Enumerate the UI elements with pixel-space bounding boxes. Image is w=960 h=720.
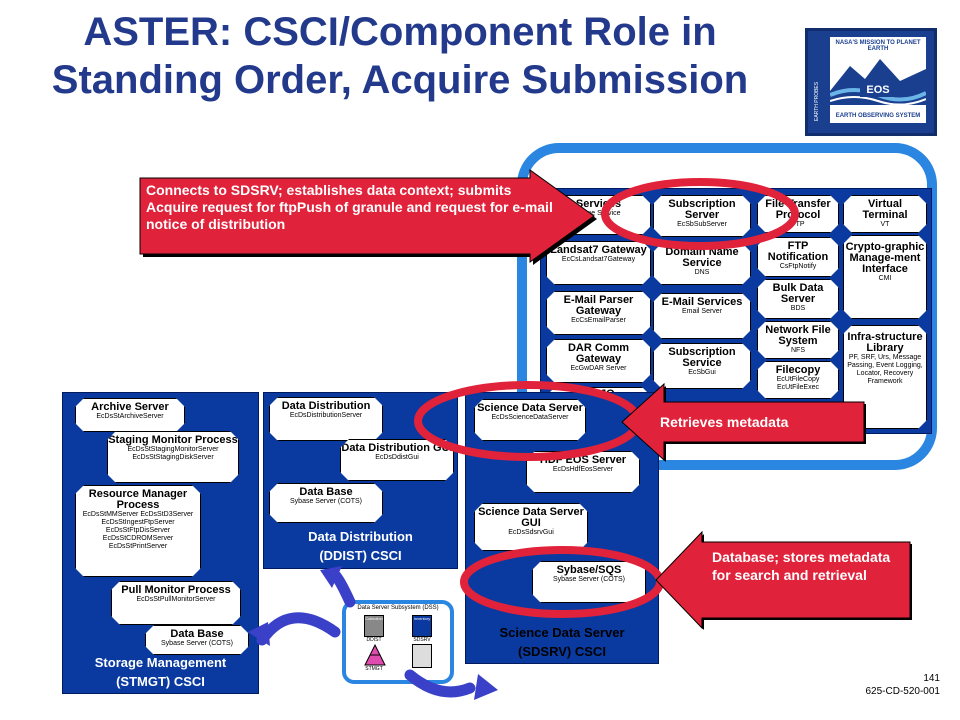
ellipse-science-data-server	[414, 381, 642, 461]
collection-icon: Collection	[364, 615, 384, 637]
title-line-1: ASTER: CSCI/Component Role in	[83, 10, 717, 54]
document-stack-icon	[412, 644, 432, 668]
arrowhead-ddist	[320, 566, 342, 588]
ellipse-subscription-server	[601, 178, 799, 250]
arrow-to-sdsrv	[404, 669, 476, 698]
logo-top-text: NASA'S MISSION TO PLANET EARTH	[835, 40, 921, 52]
ddist-panel-title: Data Distribution(DDIST) CSCI	[308, 529, 413, 563]
eos-logo: NASA'S MISSION TO PLANET EARTH EOS EARTH…	[805, 28, 937, 136]
dss-ddist-label: DDIST	[366, 637, 382, 643]
database-callout-arrow	[655, 530, 912, 630]
acquire-callout-text: Connects to SDSRV; establishes data cont…	[146, 182, 553, 232]
dss-subsystem-box: Data Server Subsystem (DSS) Collection I…	[342, 600, 454, 684]
page-number: 141	[923, 673, 940, 684]
dss-stmgt-label: STMGT	[365, 666, 383, 672]
page-title: ASTER: CSCI/Component Role in Standing O…	[20, 8, 780, 104]
logo-inner: NASA'S MISSION TO PLANET EARTH EOS EARTH…	[830, 37, 926, 123]
logo-bottom-text: EARTH OBSERVING SYSTEM	[835, 113, 921, 119]
page-footer: 141 625-CD-520-001	[820, 672, 941, 698]
title-line-2: Standing Order, Acquire Submission	[51, 58, 749, 102]
inventory-icon: Inventory	[412, 615, 432, 637]
arrowhead-stmgt	[248, 622, 270, 646]
metadata-callout-text: Retrieves metadata	[660, 414, 789, 430]
dss-sdsrv-label: SDSRV	[413, 637, 431, 643]
dss-title: Data Server Subsystem (DSS)	[357, 605, 439, 611]
css-region-frame	[517, 143, 937, 470]
acquire-callout-arrow	[139, 169, 597, 265]
pyramid-icon	[364, 644, 386, 666]
arrowhead-sdsrv	[474, 674, 498, 700]
document-number: 625-CD-520-001	[865, 686, 941, 697]
database-callout-text: Database; stores metadata for search and…	[712, 549, 891, 583]
sdsrv-panel-title: Science Data Server(SDSRV) CSCI	[499, 625, 625, 659]
metadata-callout-arrow	[621, 382, 866, 462]
logo-eos-text: EOS	[860, 83, 896, 97]
ellipse-sybase-sqs	[460, 546, 664, 618]
stmgt-panel-title: Storage Management(STMGT) CSCI	[94, 655, 227, 689]
